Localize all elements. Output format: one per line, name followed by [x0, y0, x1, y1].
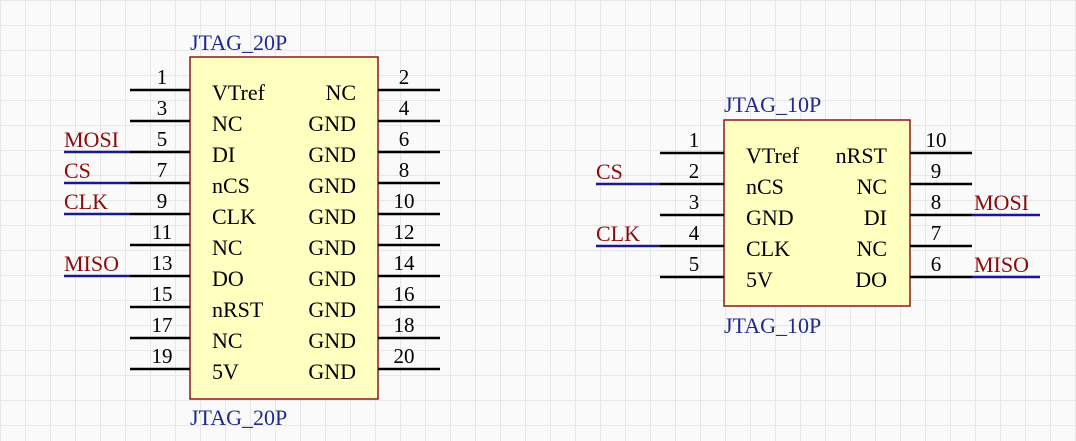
- j10-pin-9-name: NC: [856, 174, 887, 199]
- j10-net-label-miso: MISO: [974, 252, 1029, 277]
- j20-pin-18-number: 18: [394, 313, 415, 337]
- j20-pin-7-name: nCS: [212, 173, 250, 198]
- j20-pin-1-number: 1: [157, 65, 168, 89]
- j10-pin-7-name: NC: [856, 236, 887, 261]
- j20-pin-16-number: 16: [394, 282, 415, 306]
- j20-pin-4-number: 4: [399, 96, 410, 120]
- j10-pin-8-number: 8: [931, 190, 942, 214]
- j20-pin-12-name: GND: [308, 235, 356, 260]
- j20-pin-16-name: GND: [308, 297, 356, 322]
- j20-connector: JTAG_20PJTAG_20P1VTref3NC5DIMOSI7nCSCS9C…: [64, 30, 440, 430]
- j10-pin-5-number: 5: [689, 252, 700, 276]
- j10-designator-top: JTAG_10P: [724, 92, 821, 117]
- j20-pin-20-name: GND: [308, 359, 356, 384]
- j20-body: [189, 56, 379, 400]
- j20-pin-9-number: 9: [157, 189, 168, 213]
- j10-net-label-cs: CS: [596, 159, 623, 184]
- j20-pin-6-number: 6: [399, 127, 410, 151]
- j20-pin-4-name: GND: [308, 111, 356, 136]
- j10-pin-5-name: 5V: [746, 267, 773, 292]
- j10-pin-10-number: 10: [926, 128, 947, 152]
- j10-pin-8-name: DI: [864, 205, 887, 230]
- j10-body: [723, 119, 911, 307]
- j10-net-label-clk: CLK: [596, 221, 640, 246]
- j20-net-label-mosi: MOSI: [64, 127, 119, 152]
- j10-pin-1-name: VTref: [746, 143, 800, 168]
- j10-pin-3-name: GND: [746, 205, 794, 230]
- j10-pin-4-name: CLK: [746, 236, 790, 261]
- j10-pin-2-name: nCS: [746, 174, 784, 199]
- j20-pin-11-name: NC: [212, 235, 243, 260]
- j10-pin-3-number: 3: [689, 190, 700, 214]
- j10-pin-6-number: 6: [931, 252, 942, 276]
- j20-pin-3-name: NC: [212, 111, 243, 136]
- j20-pin-1-name: VTref: [212, 80, 266, 105]
- j20-pin-3-number: 3: [157, 96, 168, 120]
- j20-pin-13-number: 13: [152, 251, 173, 275]
- j20-pin-7-number: 7: [157, 158, 168, 182]
- j20-pin-18-name: GND: [308, 328, 356, 353]
- j20-pin-11-number: 11: [152, 220, 172, 244]
- j20-net-label-clk: CLK: [64, 189, 108, 214]
- j10-designator-bottom: JTAG_10P: [724, 313, 821, 338]
- j20-pin-17-name: NC: [212, 328, 243, 353]
- j20-pin-12-number: 12: [394, 220, 415, 244]
- j10-pin-6-name: DO: [855, 267, 887, 292]
- j20-pin-10-number: 10: [394, 189, 415, 213]
- j20-pin-10-name: GND: [308, 204, 356, 229]
- j20-pin-13-name: DO: [212, 266, 244, 291]
- j10-net-label-mosi: MOSI: [974, 190, 1029, 215]
- j20-pin-2-name: NC: [325, 80, 356, 105]
- j20-pin-5-name: DI: [212, 142, 235, 167]
- j10-pin-4-number: 4: [689, 221, 700, 245]
- j20-designator-bottom: JTAG_20P: [190, 405, 287, 430]
- j10-pin-7-number: 7: [931, 221, 942, 245]
- j20-pin-9-name: CLK: [212, 204, 256, 229]
- j20-pin-14-name: GND: [308, 266, 356, 291]
- j20-pin-6-name: GND: [308, 142, 356, 167]
- j20-pin-19-number: 19: [152, 344, 173, 368]
- j20-net-label-cs: CS: [64, 158, 91, 183]
- j20-net-label-miso: MISO: [64, 251, 119, 276]
- j20-designator-top: JTAG_20P: [190, 30, 287, 55]
- j20-pin-14-number: 14: [394, 251, 416, 275]
- j10-pin-10-name: nRST: [836, 143, 888, 168]
- j10-pin-1-number: 1: [689, 128, 700, 152]
- j10-connector: JTAG_10PJTAG_10P1VTref2nCSCS3GND4CLKCLK5…: [596, 92, 1040, 338]
- j20-pin-2-number: 2: [399, 65, 410, 89]
- j20-pin-15-number: 15: [152, 282, 173, 306]
- j20-pin-19-name: 5V: [212, 359, 239, 384]
- j20-pin-15-name: nRST: [212, 297, 264, 322]
- j10-pin-2-number: 2: [689, 159, 700, 183]
- j20-pin-5-number: 5: [157, 127, 168, 151]
- j20-pin-17-number: 17: [152, 313, 173, 337]
- j20-pin-8-number: 8: [399, 158, 410, 182]
- j20-pin-20-number: 20: [394, 344, 415, 368]
- j10-pin-9-number: 9: [931, 159, 942, 183]
- j20-pin-8-name: GND: [308, 173, 356, 198]
